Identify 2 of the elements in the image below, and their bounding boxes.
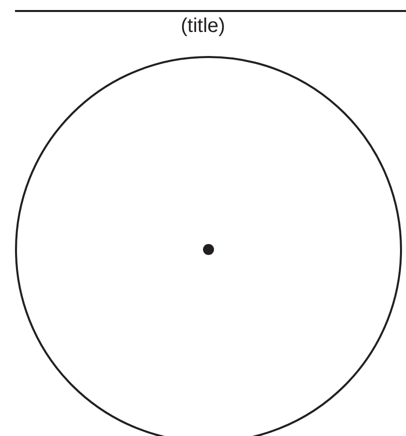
title: (title) — [180, 14, 226, 38]
center-dot — [203, 244, 214, 255]
